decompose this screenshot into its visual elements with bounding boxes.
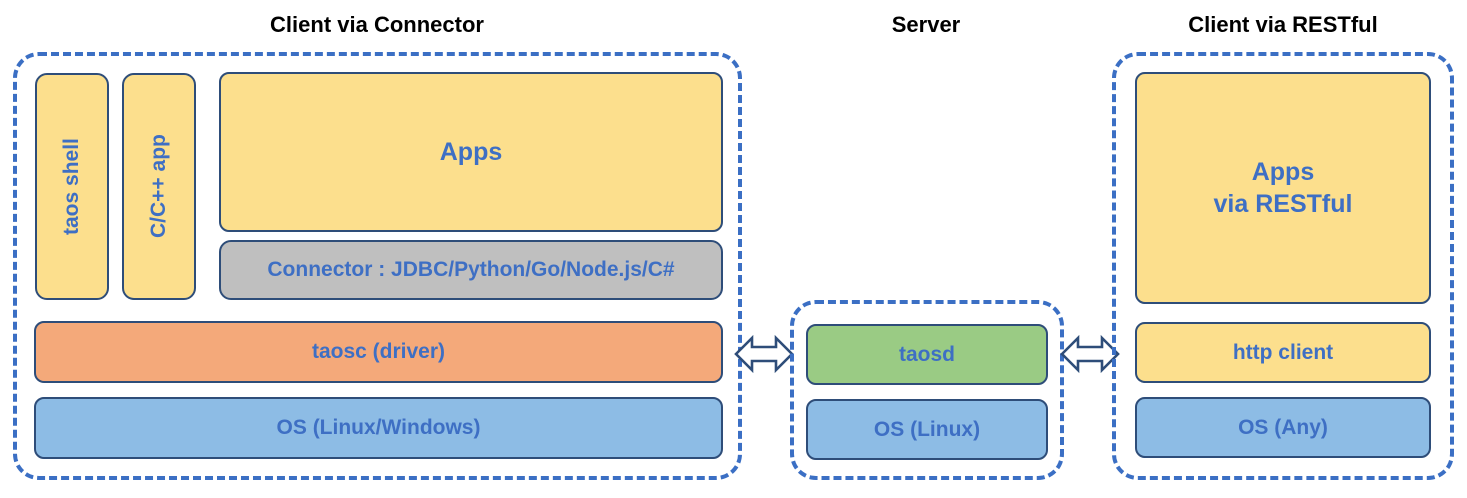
caption-client-via-connector: Client via Connector [270, 12, 484, 37]
box-apps-via-restful[interactable]: Apps via RESTful [1135, 72, 1431, 304]
box-apps-connector[interactable]: Apps [219, 72, 723, 232]
box-taosc-driver[interactable]: taosc (driver) [34, 321, 723, 383]
group-client-via-connector [13, 52, 742, 480]
box-http-client[interactable]: http client [1135, 322, 1431, 383]
box-c-cpp-app[interactable]: C/C++ app [122, 73, 196, 300]
box-taosd[interactable]: taosd [806, 324, 1048, 385]
box-os-linux[interactable]: OS (Linux) [806, 399, 1048, 460]
caption-client-via-restful: Client via RESTful [1188, 12, 1378, 37]
double-arrow-icon-server-restful [1060, 330, 1120, 378]
caption-server: Server [891, 12, 961, 37]
box-taos-shell[interactable]: taos shell [35, 73, 109, 300]
double-arrow-icon-connector-server [734, 330, 794, 378]
box-os-any[interactable]: OS (Any) [1135, 397, 1431, 458]
group-client-via-restful [1112, 52, 1454, 480]
group-server [790, 300, 1064, 480]
box-connector-list[interactable]: Connector : JDBC/Python/Go/Node.js/C# [219, 240, 723, 300]
box-os-linux-windows[interactable]: OS (Linux/Windows) [34, 397, 723, 459]
